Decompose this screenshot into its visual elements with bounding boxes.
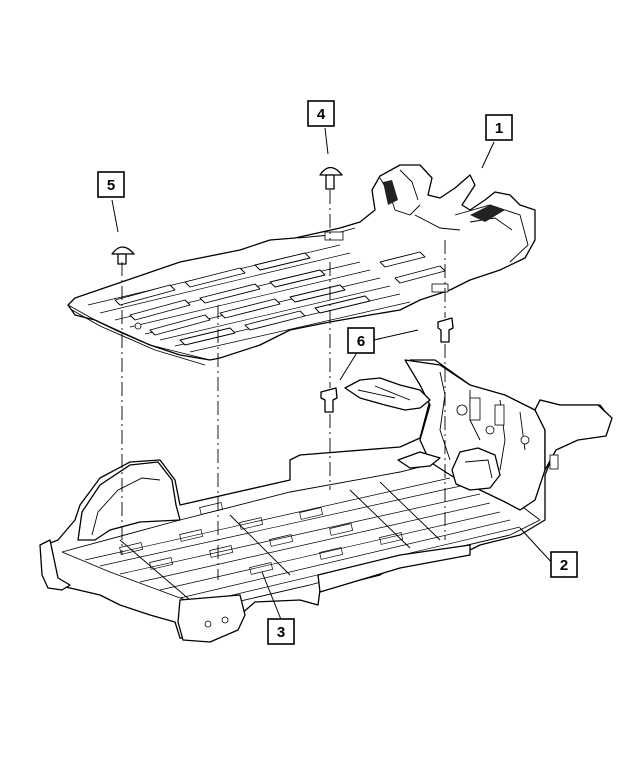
callout-3: 3 [267,618,295,645]
callout-1: 1 [485,114,513,141]
callout-5-label: 5 [107,177,115,194]
callout-6-label: 6 [357,333,365,350]
retainer-clip-center [320,387,338,413]
callout-3-label: 3 [277,624,285,641]
callout-1-label: 1 [495,120,503,137]
callout-2: 2 [550,551,578,578]
push-pin-fastener-left [111,246,135,265]
floor-carpet-part [67,164,536,366]
insulator-pad-part [344,377,431,411]
callout-4: 4 [307,100,335,127]
floor-pan-body [39,359,613,643]
callout-2-label: 2 [560,557,568,574]
leader-lines [111,127,555,623]
callout-6: 6 [347,327,375,354]
callout-4-label: 4 [317,106,326,123]
callout-5: 5 [97,171,125,198]
alignment-lines [121,190,446,580]
push-pin-fastener-top [319,166,343,190]
retainer-clip-right [437,317,454,343]
